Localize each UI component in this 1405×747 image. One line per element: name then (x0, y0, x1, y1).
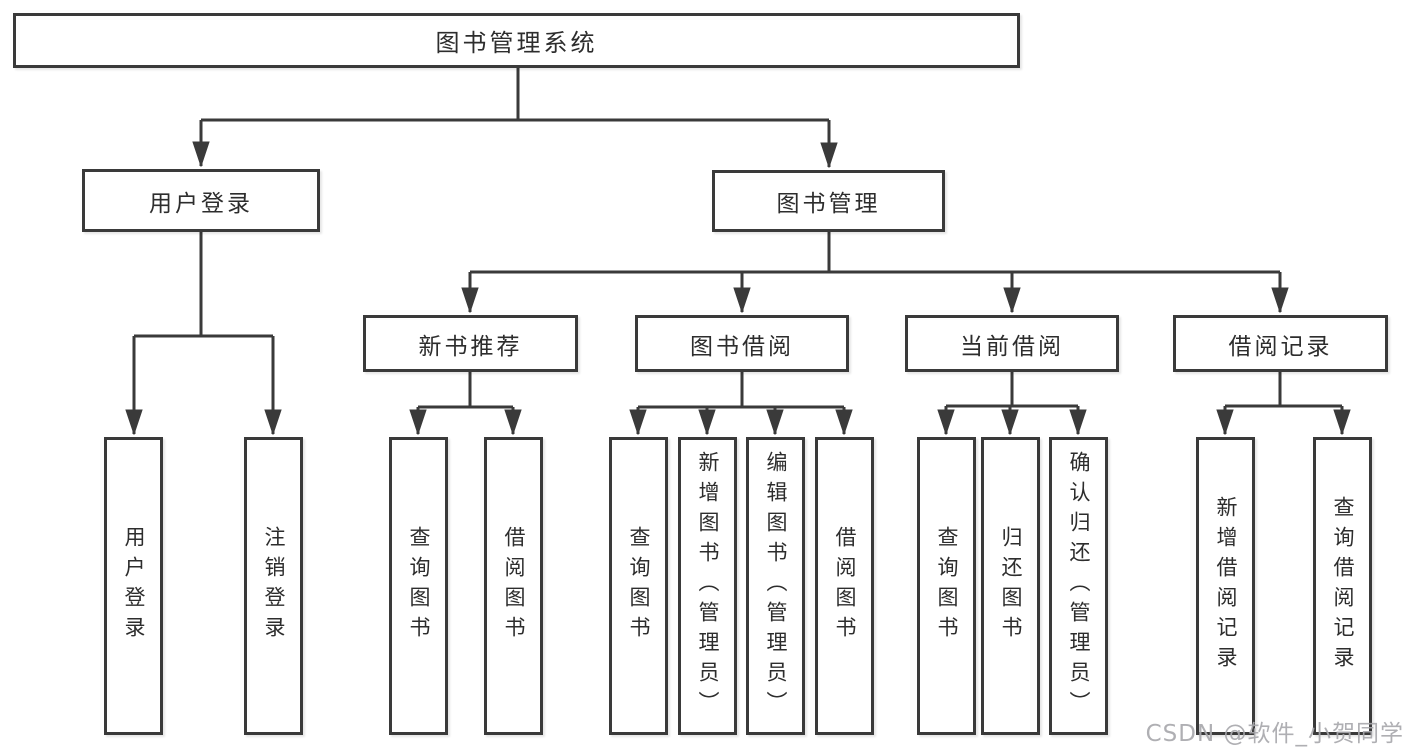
leaf-edit-books-admin-label: 编辑图书（管理员） (764, 451, 788, 721)
leaf-logout: 注销登录 (244, 437, 303, 735)
node-book-management-label: 图书管理 (776, 191, 881, 217)
leaf-add-borrow-record: 新增借阅记录 (1196, 437, 1255, 735)
leaf-query-books-borrowing-label: 查询图书 (627, 526, 651, 646)
node-borrowing-records-label: 借阅记录 (1228, 333, 1333, 360)
leaf-borrow-books-recommend-label: 借阅图书 (502, 526, 526, 646)
leaf-query-books-borrowing: 查询图书 (609, 437, 668, 735)
leaf-query-borrow-record-label: 查询借阅记录 (1331, 496, 1355, 676)
node-new-book-recommend: 新书推荐 (363, 315, 578, 372)
leaf-logout-label: 注销登录 (262, 526, 286, 646)
node-borrowing-records: 借阅记录 (1173, 315, 1388, 372)
leaf-query-books-recommend: 查询图书 (389, 437, 448, 735)
node-current-borrowing: 当前借阅 (905, 315, 1119, 372)
leaf-confirm-return-admin: 确认归还（管理员） (1049, 437, 1108, 735)
leaf-query-books-current: 查询图书 (917, 437, 976, 735)
leaf-edit-books-admin: 编辑图书（管理员） (746, 437, 805, 735)
node-book-management: 图书管理 (712, 170, 945, 232)
node-book-borrowing-label: 图书借阅 (690, 333, 794, 360)
leaf-query-books-current-label: 查询图书 (935, 526, 959, 646)
leaf-add-books-admin-label: 新增图书（管理员） (696, 451, 720, 721)
leaf-user-login: 用户登录 (104, 437, 163, 735)
node-user-login-label: 用户登录 (149, 190, 253, 217)
node-book-borrowing: 图书借阅 (635, 315, 849, 372)
leaf-query-books-recommend-label: 查询图书 (407, 526, 431, 646)
leaf-return-books: 归还图书 (981, 437, 1040, 735)
leaf-user-login-label: 用户登录 (122, 526, 146, 646)
leaf-query-borrow-record: 查询借阅记录 (1313, 437, 1372, 735)
leaf-borrow-books: 借阅图书 (815, 437, 874, 735)
node-new-book-recommend-label: 新书推荐 (418, 333, 523, 360)
leaf-borrow-books-label: 借阅图书 (833, 526, 857, 646)
watermark: CSDN @软件_小贺同学 (1145, 721, 1404, 747)
leaf-add-borrow-record-label: 新增借阅记录 (1214, 496, 1238, 676)
leaf-add-books-admin: 新增图书（管理员） (678, 437, 737, 735)
node-root-label: 图书管理系统 (435, 29, 598, 57)
leaf-return-books-label: 归还图书 (999, 526, 1023, 646)
leaf-borrow-books-recommend: 借阅图书 (484, 437, 543, 735)
leaf-confirm-return-admin-label: 确认归还（管理员） (1067, 451, 1091, 721)
node-user-login: 用户登录 (82, 169, 320, 232)
node-current-borrowing-label: 当前借阅 (960, 333, 1064, 360)
node-root: 图书管理系统 (13, 13, 1020, 68)
